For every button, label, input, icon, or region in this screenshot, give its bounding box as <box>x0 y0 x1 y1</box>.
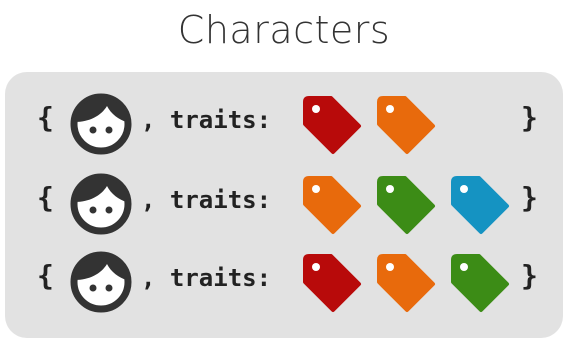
traits-label: , traits: <box>141 106 272 134</box>
traits-label: , traits: <box>141 264 272 292</box>
tag-icon <box>377 254 435 312</box>
face-icon <box>70 251 132 313</box>
diagram-title: Characters <box>177 8 391 52</box>
tag-icon <box>303 254 361 312</box>
traits-label: , traits: <box>141 186 272 214</box>
close-brace: } <box>521 101 538 134</box>
character-row-3: { , traits: } <box>5 246 563 320</box>
tag-icon <box>377 176 435 234</box>
open-brace: { <box>37 259 54 292</box>
tag-icon <box>451 176 509 234</box>
character-row-1: { , traits: } <box>5 88 563 162</box>
tag-icon <box>303 176 361 234</box>
characters-panel: { , traits: } { , traits: <box>5 72 563 338</box>
tag-icon <box>303 96 361 154</box>
open-brace: { <box>37 181 54 214</box>
character-row-2: { , traits: } <box>5 168 563 242</box>
face-icon <box>70 93 132 155</box>
tag-icon <box>451 254 509 312</box>
face-icon <box>70 173 132 235</box>
close-brace: } <box>521 259 538 292</box>
open-brace: { <box>37 101 54 134</box>
close-brace: } <box>521 181 538 214</box>
tag-icon <box>377 96 435 154</box>
